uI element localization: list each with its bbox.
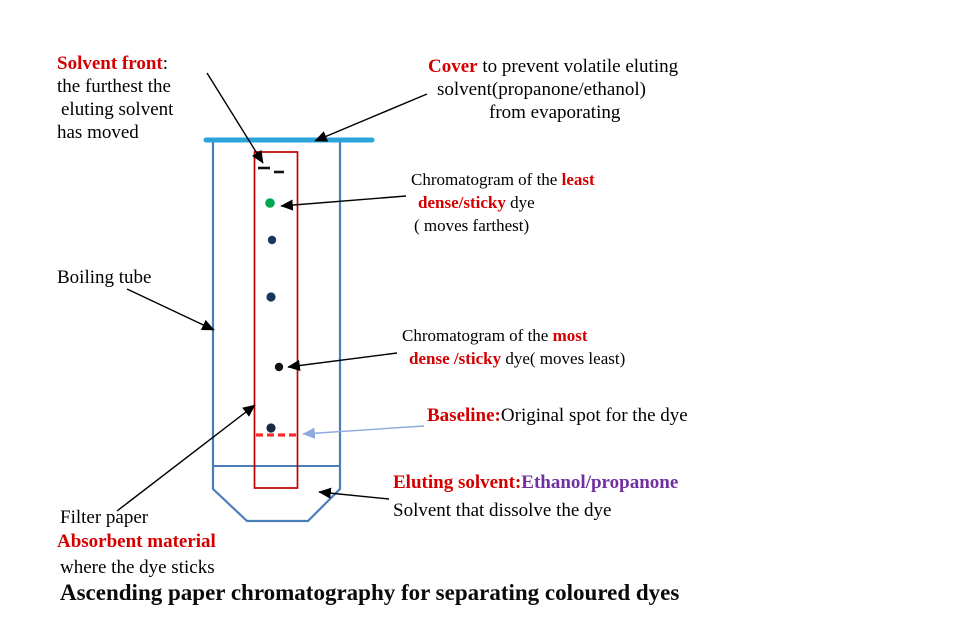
least-dye-line1-term: least	[561, 170, 595, 189]
boiling-tube-arrow	[126, 288, 215, 331]
cover-line2: solvent(propanone/ethanol)	[437, 79, 646, 100]
eluting-solvent-line2: Solvent that dissolve the dye	[393, 500, 612, 521]
solvent-front-arrow	[206, 72, 264, 164]
most-dye-line1: Chromatogram of the most	[402, 324, 625, 347]
absorbent-material-label: Absorbent material where the dye sticks	[57, 530, 216, 579]
solvent-front-colon: :	[162, 53, 169, 74]
least-dye-line2-rest: dye	[505, 193, 535, 212]
cover-line3: from evaporating	[489, 102, 621, 123]
baseline-arrow	[302, 425, 425, 439]
most-dye-label: Chromatogram of the most dense /sticky d…	[402, 324, 625, 370]
eluting-solvent-line1: Eluting solvent:Ethanol/propanone	[393, 471, 678, 494]
least-dye-line3: ( moves farthest)	[414, 216, 530, 235]
solvent-front-line1: Solvent front:	[57, 52, 173, 75]
cover-arrow	[314, 93, 428, 142]
solvent-front-line4: has moved	[57, 122, 139, 143]
least-dye-arrow	[280, 195, 407, 211]
most-dense-dye-spot	[274, 362, 284, 372]
page-title: Ascending paper chromatography for separ…	[60, 580, 680, 605]
cover-term: Cover	[428, 56, 478, 77]
least-dye-line1-pre: Chromatogram of the	[411, 170, 562, 189]
least-dye-line2: dense/sticky dye	[418, 191, 595, 214]
least-dye-line1: Chromatogram of the least	[411, 168, 595, 191]
most-dye-line1-pre: Chromatogram of the	[402, 326, 553, 345]
most-dye-line1-term: most	[552, 326, 588, 345]
filter-paper-label: Filter paper	[60, 507, 149, 528]
least-dye-label: Chromatogram of the least dense/sticky d…	[411, 168, 595, 237]
least-dye-line2-term: dense/sticky	[418, 193, 506, 212]
baseline-rest: Original spot for the dye	[500, 405, 688, 426]
filter-paper-rect	[253, 151, 299, 489]
baseline-term: Baseline:	[427, 405, 501, 426]
dye-spot	[267, 235, 277, 245]
boiling-tube-outline	[211, 141, 342, 523]
least-dense-dye-spot	[265, 198, 275, 208]
most-dye-line2-term: dense /sticky	[409, 349, 502, 368]
solvent-front-line2: the furthest the	[57, 76, 171, 97]
eluting-solvent-label: Eluting solvent:Ethanol/propanone Solven…	[393, 471, 678, 522]
most-dye-line2: dense /sticky dye( moves least)	[409, 347, 625, 370]
absorbent-material-term: Absorbent material	[57, 531, 216, 552]
solvent-front-term: Solvent front	[57, 53, 163, 74]
baseline-original-spot	[266, 423, 276, 433]
filter-paper-arrow	[116, 404, 256, 512]
cover-label: Cover to prevent volatile eluting solven…	[428, 55, 678, 124]
cover-rest: to prevent volatile eluting	[477, 56, 679, 77]
solvent-front-label: Solvent front: the furthest the eluting …	[57, 52, 173, 144]
eluting-solvent-value: Ethanol/propanone	[521, 472, 679, 493]
solvent-front-line3: eluting solvent	[61, 99, 174, 120]
eluting-solvent-term: Eluting solvent:	[393, 472, 522, 493]
absorbent-material-line2: where the dye sticks	[60, 557, 215, 578]
most-dye-arrow	[287, 352, 398, 372]
eluting-solvent-arrow	[318, 487, 390, 500]
boiling-tube-label: Boiling tube	[57, 267, 152, 288]
baseline-label: Baseline:Original spot for the dye	[427, 404, 688, 427]
cover-line1: Cover to prevent volatile eluting	[428, 55, 678, 78]
dye-spot	[266, 292, 276, 302]
most-dye-line2-rest: dye( moves least)	[501, 349, 626, 368]
